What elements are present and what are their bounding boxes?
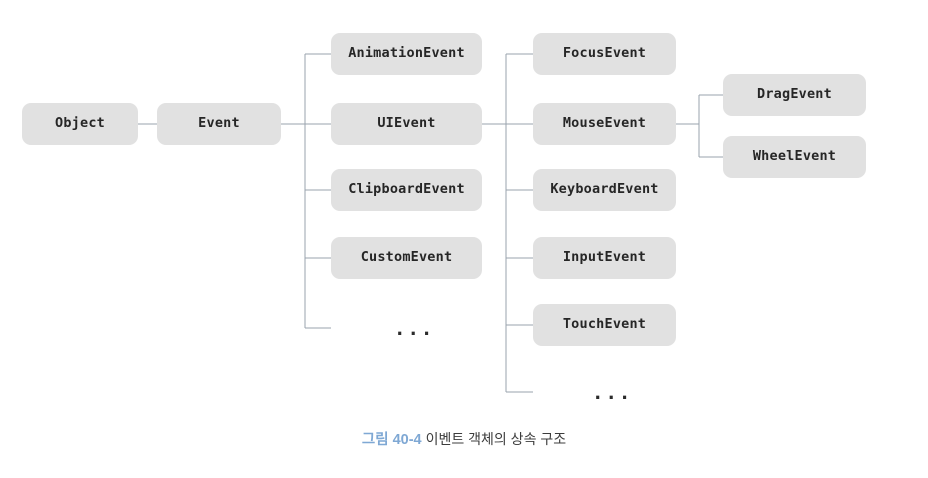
- figure-caption-number: 그림 40-4: [361, 432, 422, 448]
- node-object[interactable]: Object: [22, 103, 138, 145]
- node-animation-event[interactable]: AnimationEvent: [331, 33, 482, 75]
- node-custom-event[interactable]: CustomEvent: [331, 237, 482, 279]
- node-drag-event[interactable]: DragEvent: [723, 74, 866, 116]
- node-event-label: Event: [198, 115, 240, 132]
- node-ui-event-label: UIEvent: [377, 115, 436, 132]
- node-uievent-ellipsis: ...: [592, 382, 633, 404]
- node-touch-event[interactable]: TouchEvent: [533, 304, 676, 346]
- node-event-ellipsis: ...: [394, 318, 435, 340]
- node-keyboard-event-label: KeyboardEvent: [550, 181, 659, 198]
- node-ui-event[interactable]: UIEvent: [331, 103, 482, 145]
- node-mouse-event-label: MouseEvent: [562, 115, 647, 132]
- figure-caption-text: 이벤트 객체의 상속 구조: [425, 431, 567, 447]
- node-wheel-event-label: WheelEvent: [752, 148, 837, 165]
- node-focus-event-label: FocusEvent: [562, 45, 647, 62]
- node-object-label: Object: [55, 115, 105, 132]
- node-clipboard-event-label: ClipboardEvent: [348, 181, 465, 198]
- node-keyboard-event[interactable]: KeyboardEvent: [533, 169, 676, 211]
- node-animation-event-label: AnimationEvent: [348, 45, 465, 62]
- node-clipboard-event[interactable]: ClipboardEvent: [331, 169, 482, 211]
- node-drag-event-label: DragEvent: [757, 86, 832, 103]
- node-input-event[interactable]: InputEvent: [533, 237, 676, 279]
- node-wheel-event[interactable]: WheelEvent: [723, 136, 866, 178]
- node-input-event-label: InputEvent: [562, 249, 647, 266]
- node-custom-event-label: CustomEvent: [360, 249, 453, 266]
- node-event[interactable]: Event: [157, 103, 281, 145]
- node-focus-event[interactable]: FocusEvent: [533, 33, 676, 75]
- node-mouse-event[interactable]: MouseEvent: [533, 103, 676, 145]
- node-touch-event-label: TouchEvent: [562, 316, 647, 333]
